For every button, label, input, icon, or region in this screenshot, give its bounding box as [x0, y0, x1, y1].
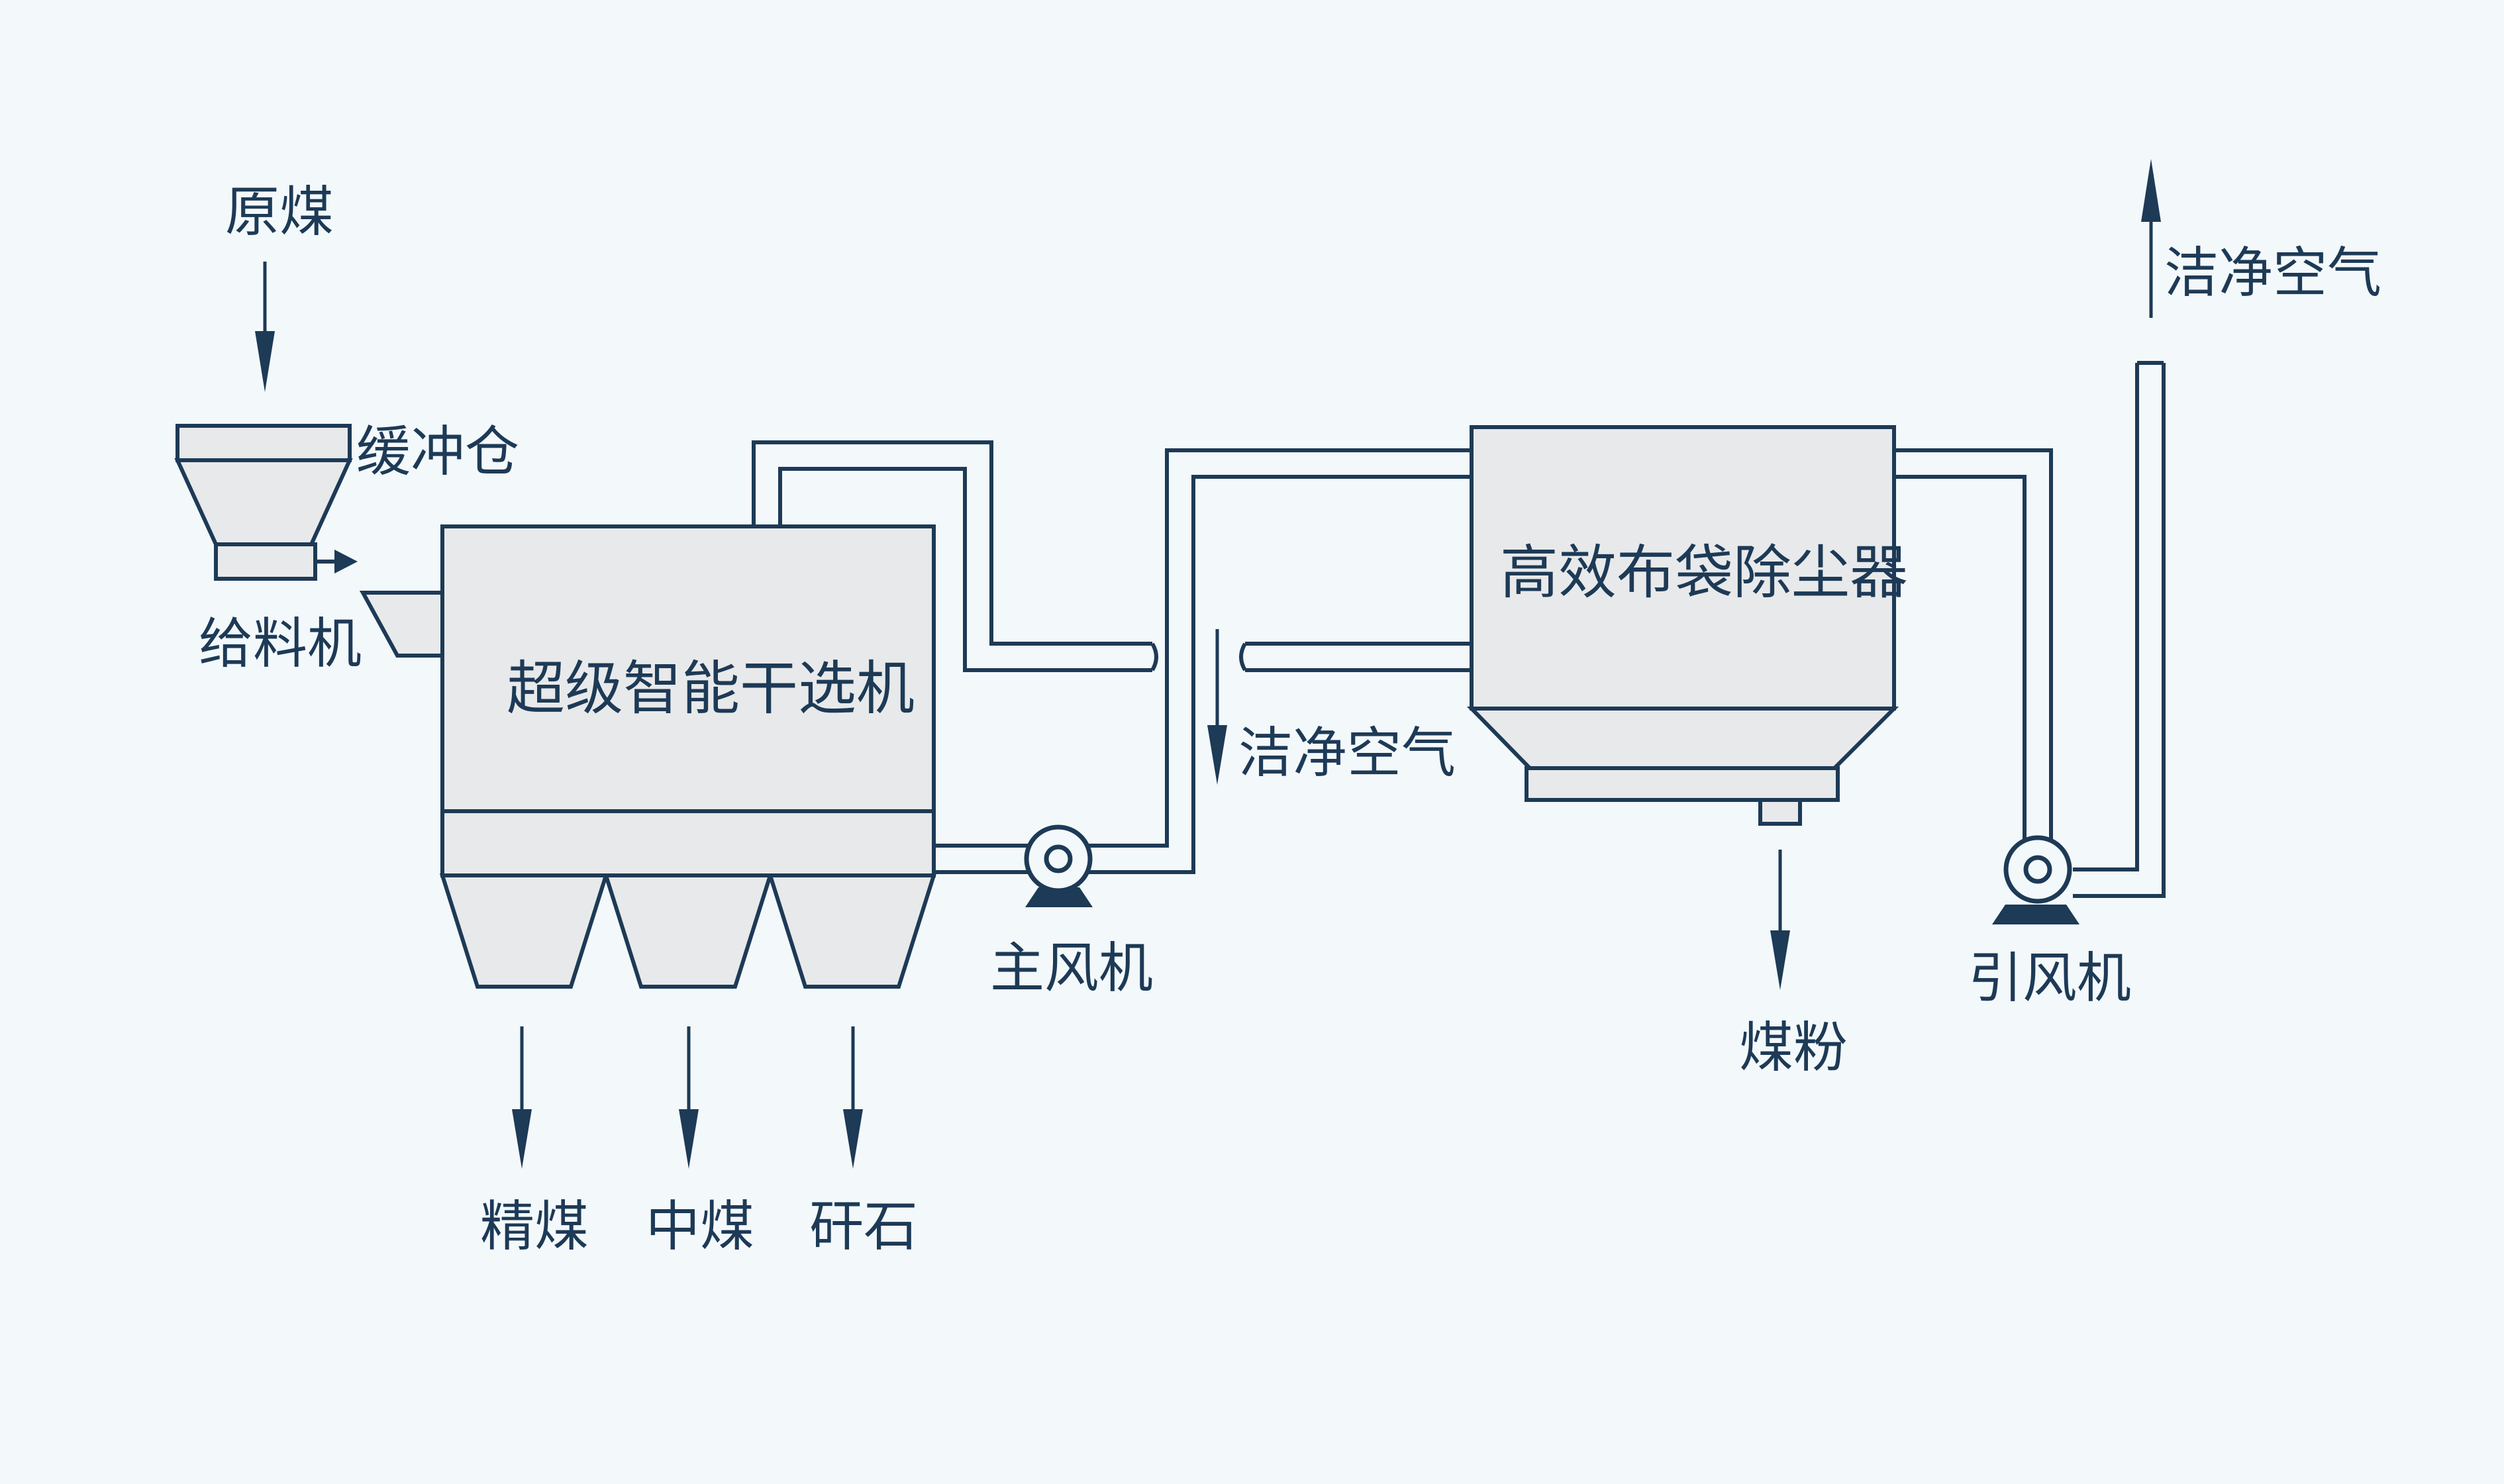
main-fan-label: 主风机	[990, 937, 1153, 1000]
induced-fan-label: 引风机	[1968, 947, 2131, 1010]
filter-inlet-pipe	[1245, 642, 1472, 672]
bag-filter	[1466, 425, 1899, 826]
clean-coal-arrow	[512, 1026, 532, 1169]
raw-coal-arrow	[255, 262, 275, 392]
main-fan	[1024, 824, 1093, 907]
separator-exhaust-pipe	[752, 440, 1152, 672]
clean-coal-label: 精煤	[480, 1195, 589, 1258]
clean-air-mid-label: 洁净空气	[1238, 722, 1456, 785]
clean-air-out-arrow	[2141, 159, 2161, 318]
coal-powder-arrow	[1770, 850, 1790, 990]
pipe-break-left	[1150, 642, 1158, 671]
main-fan-pipe	[934, 448, 1472, 874]
middling-arrow	[679, 1026, 699, 1169]
feeder	[214, 542, 358, 581]
buffer-bin-label: 缓冲仓	[356, 420, 519, 483]
middling-label: 中煤	[646, 1195, 754, 1258]
raw-coal-label: 原煤	[225, 181, 334, 244]
clean-air-mid-arrow	[1207, 629, 1227, 785]
feeder-label: 给料机	[199, 613, 362, 675]
gangue-label: 矸石	[809, 1195, 918, 1258]
induced-fan	[1992, 835, 2079, 924]
induced-fan-pipe	[1894, 361, 2166, 898]
bag-filter-label: 高效布袋除尘器	[1500, 538, 1908, 607]
clean-air-out-label: 洁净空气	[2164, 242, 2381, 305]
gangue-arrow	[843, 1026, 863, 1169]
buffer-bin	[174, 424, 353, 546]
feed-chute	[359, 591, 444, 658]
dry-separator-label: 超级智能干选机	[507, 654, 915, 722]
dry-separator	[439, 524, 937, 989]
coal-powder-label: 煤粉	[1739, 1016, 1848, 1079]
pipe-break-right	[1239, 642, 1247, 671]
